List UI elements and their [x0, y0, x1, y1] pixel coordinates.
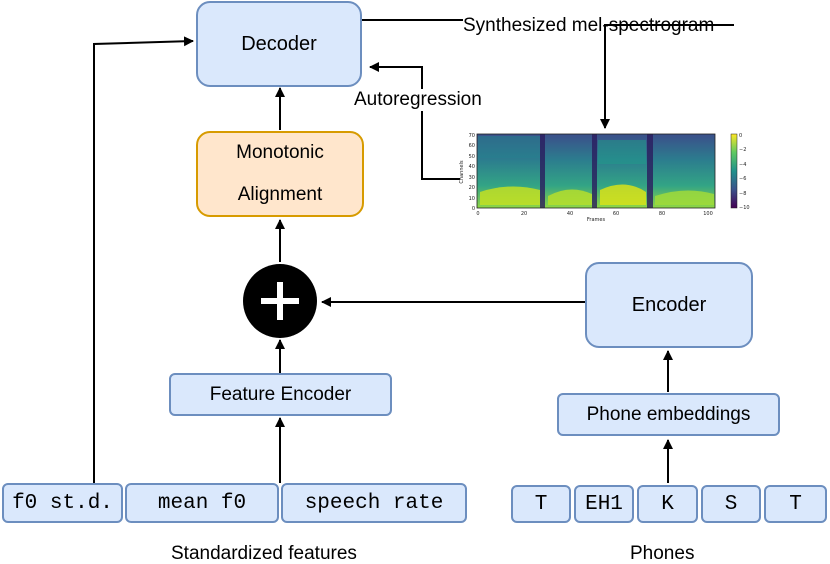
synthesized-mel-label: Synthesized mel-spectrogram: [463, 15, 715, 36]
feature-label: f0 st.d.: [12, 491, 113, 515]
spectrogram-xlabel: Frames: [587, 217, 606, 223]
alignment-label-line1: Monotonic: [236, 142, 324, 163]
phone-label: EH1: [585, 492, 623, 516]
arrow-decoder-to-spectrogram: [362, 19, 734, 128]
spectrogram-ytick: 10: [469, 196, 475, 202]
colorbar-tick: −4: [739, 162, 746, 168]
phone-embeddings-block: Phone embeddings: [557, 393, 780, 436]
spectrogram-xtick: 80: [659, 211, 665, 217]
spectrogram-ytick: 0: [472, 206, 475, 212]
spectrogram-xtick: 20: [521, 211, 527, 217]
spectrogram-xtick: 60: [613, 211, 619, 217]
phone-token: K: [637, 485, 698, 523]
arrow-autoregression: [369, 62, 460, 180]
spectrogram-ytick: 70: [469, 133, 475, 139]
feature-label: speech rate: [304, 491, 444, 515]
mel-spectrogram-plot: Channels Frames 0 10 20 30 40 50 60 70 0…: [459, 133, 750, 223]
feature-label: mean f0: [157, 491, 247, 515]
colorbar-tick: −6: [739, 176, 746, 182]
feature-mean-f0: mean f0: [125, 483, 279, 523]
colorbar-tick: −2: [739, 147, 746, 153]
phone-label: T: [534, 492, 548, 516]
colorbar: [730, 133, 738, 209]
spectrogram-ytick: 30: [469, 175, 475, 181]
feature-f0-std: f0 st.d.: [2, 483, 123, 523]
arrow-f0std-to-decoder: [93, 36, 194, 483]
feature-speech-rate: speech rate: [281, 483, 467, 523]
phone-token: EH1: [574, 485, 634, 523]
colorbar-tick: −8: [739, 191, 746, 197]
decoder-label: Decoder: [241, 32, 317, 55]
colorbar-tick: 0: [739, 133, 742, 139]
spectrogram-ytick: 20: [469, 185, 475, 191]
spectrogram-ytick: 60: [469, 143, 475, 149]
sum-node: [243, 264, 317, 338]
spectrogram-ytick: 50: [469, 154, 475, 160]
feature-encoder-block: Feature Encoder: [169, 373, 392, 416]
autoregression-label: Autoregression: [354, 89, 482, 111]
decoder-block: Decoder: [196, 1, 362, 87]
encoder-block: Encoder: [585, 262, 753, 348]
alignment-label-line2: Alignment: [237, 184, 323, 205]
spectrogram-xtick: 100: [703, 211, 713, 217]
monotonic-alignment-block: Monotonic Alignment: [196, 131, 364, 217]
phone-label: K: [661, 492, 674, 516]
encoder-label: Encoder: [631, 293, 707, 316]
phone-label: T: [789, 492, 802, 516]
spectrogram-ytick: 40: [469, 164, 475, 170]
phones-caption: Phones: [630, 543, 695, 564]
spectrogram-ylabel: Channels: [459, 160, 465, 184]
spectrogram-xtick: 0: [476, 211, 479, 217]
phone-label: S: [724, 492, 738, 516]
phone-token: T: [511, 485, 571, 523]
spectrogram-xtick: 40: [567, 211, 573, 217]
phone-token: T: [764, 485, 827, 523]
colorbar-tick: −10: [739, 205, 750, 211]
phone-token: S: [701, 485, 761, 523]
phone-embeddings-label: Phone embeddings: [586, 403, 751, 425]
standardized-features-caption: Standardized features: [171, 543, 357, 564]
feature-encoder-label: Feature Encoder: [209, 383, 352, 405]
